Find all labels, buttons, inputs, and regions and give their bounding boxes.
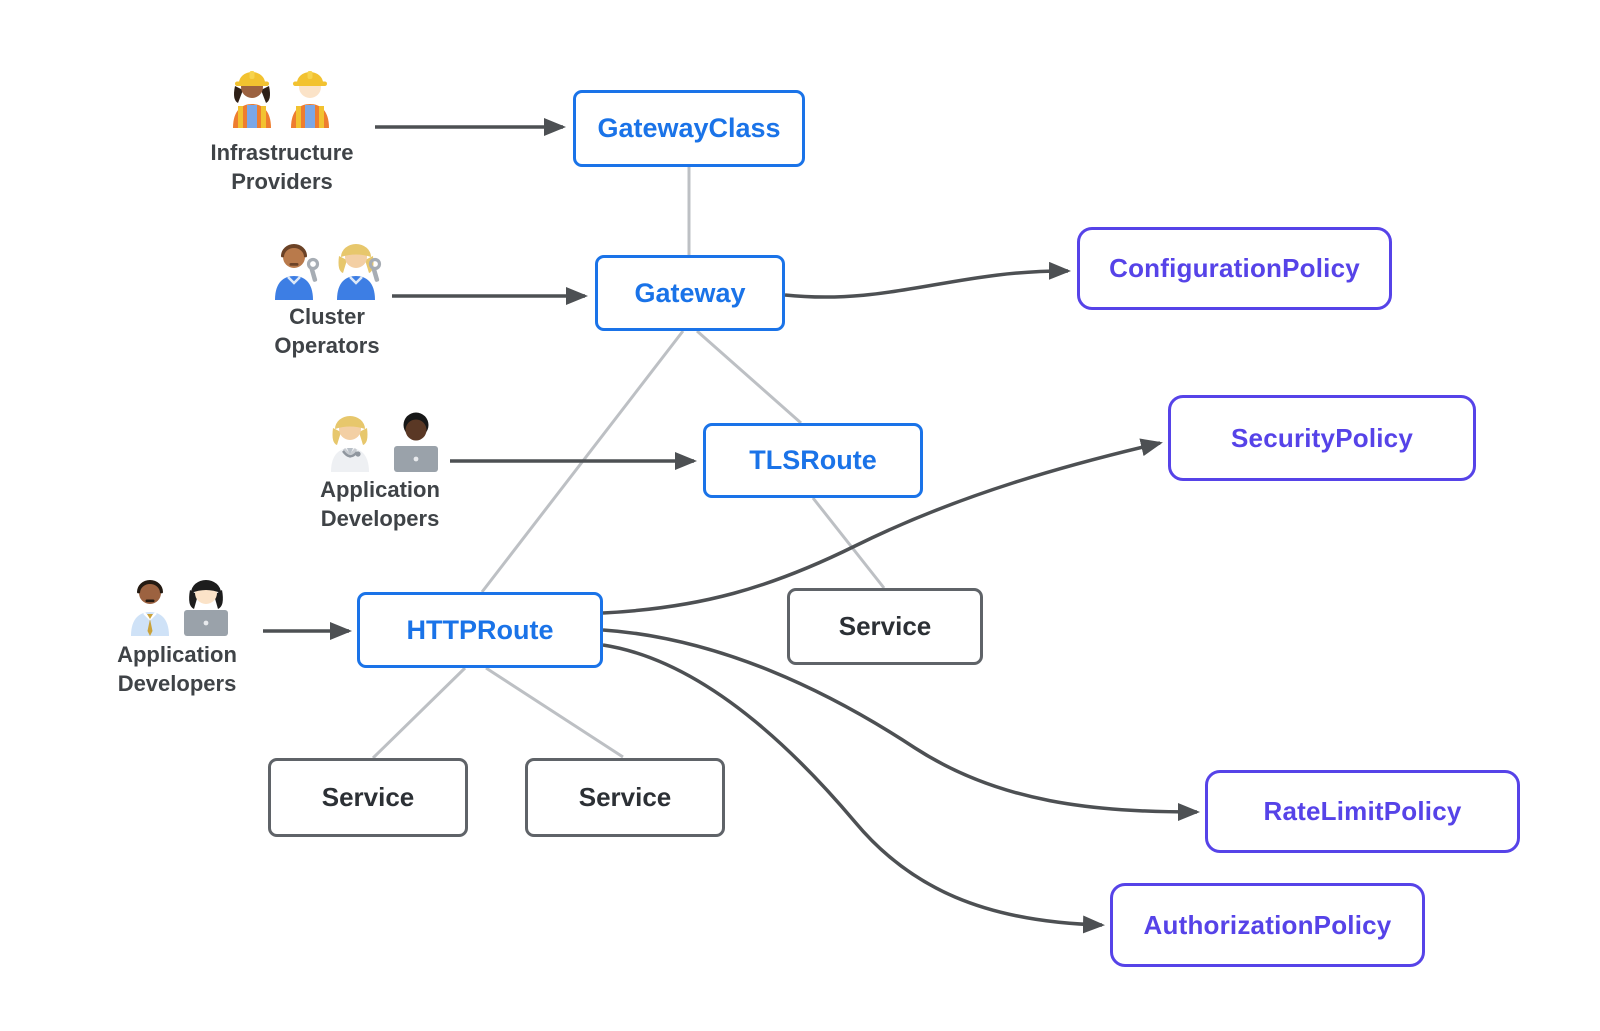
cluster-operators-label: Cluster Operators [274, 304, 380, 358]
woman-mechanic-icon [337, 244, 382, 300]
node-gateway: Gateway [595, 255, 785, 331]
node-configurationpolicy: ConfigurationPolicy [1077, 227, 1392, 310]
node-securitypolicy: SecurityPolicy [1168, 395, 1476, 481]
node-httproute-label: HTTPRoute [406, 614, 554, 645]
edge-tlsroute-service [811, 497, 886, 589]
cluster-operators-icons [275, 244, 382, 300]
application-developers-tls-icons [331, 412, 438, 472]
node-tlsroute: TLSRoute [703, 423, 923, 498]
node-service-tls: Service [787, 588, 983, 665]
node-authorizationpolicy-label: AuthorizationPolicy [1143, 909, 1392, 940]
arrow-httproute-authorizationpolicy [602, 643, 1105, 934]
application-developers-http-icons [131, 580, 228, 636]
node-authorizationpolicy: AuthorizationPolicy [1110, 883, 1425, 967]
application-developers-tls-label: Application Developers [320, 477, 440, 531]
node-tlsroute-label: TLSRoute [749, 445, 877, 475]
node-configurationpolicy-label: ConfigurationPolicy [1109, 253, 1360, 283]
node-service-http-left: Service [268, 758, 468, 837]
edge-httproute-service-left [371, 666, 467, 760]
node-service-label: Service [578, 782, 672, 812]
edge-gateway-tlsroute [696, 329, 802, 425]
man-construction-worker-icon [291, 71, 329, 128]
arrow-httproute-ratelimitpolicy [602, 628, 1200, 821]
node-ratelimitpolicy-label: RateLimitPolicy [1263, 796, 1462, 826]
woman-construction-worker-icon [233, 71, 271, 128]
health-worker-icon [331, 416, 369, 472]
office-worker-icon [131, 580, 169, 636]
node-service-label: Service [321, 782, 415, 812]
arrow-httproute-securitypolicy [602, 438, 1163, 615]
technologist-icon [394, 412, 438, 472]
application-developers-http-label: Application Developers [117, 642, 237, 696]
node-ratelimitpolicy: RateLimitPolicy [1205, 770, 1520, 853]
node-gatewayclass-label: GatewayClass [597, 113, 781, 143]
arrow-gateway-configurationpolicy [784, 261, 1071, 299]
node-securitypolicy-label: SecurityPolicy [1231, 422, 1413, 453]
woman-technologist-icon [184, 580, 228, 636]
node-gatewayclass: GatewayClass [573, 90, 805, 167]
man-mechanic-icon [275, 244, 320, 300]
infrastructure-providers-icons [233, 71, 329, 128]
node-service-http-mid: Service [525, 758, 725, 837]
node-gateway-label: Gateway [634, 277, 746, 308]
node-service-label: Service [838, 611, 932, 641]
infrastructure-providers-label: Infrastructure Providers [210, 140, 354, 194]
node-httproute: HTTPRoute [357, 592, 603, 668]
edge-httproute-service-mid [485, 666, 624, 759]
